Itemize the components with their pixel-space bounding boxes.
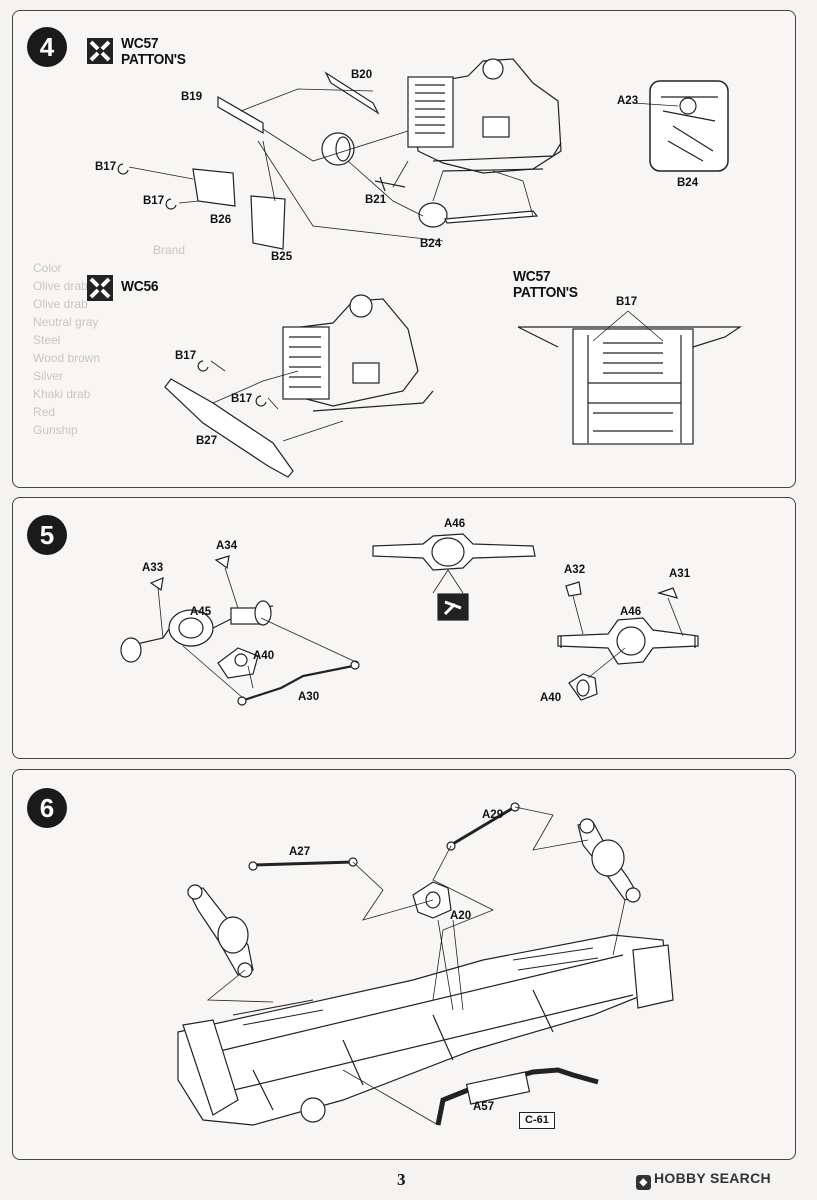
leaf-spring [232,947,599,1026]
step-4-drawing [117,58,742,478]
variant-marker-icon [87,275,113,301]
part-b27 [164,378,294,478]
part-label: A40 [253,650,275,662]
part-b25 [250,195,286,250]
part-b24 [418,202,448,228]
part-label: A46 [620,606,642,618]
step-4-panel: Brand Color Olive drab Olive drab Neutra… [12,10,796,488]
part-label: A33 [142,562,164,574]
part-a46 [557,617,699,665]
part-label: B21 [365,194,387,206]
part-label: A29 [482,809,504,821]
part-label: A20 [450,910,472,922]
front-detail-wc57 [517,326,742,348]
part-label: A57 [473,1101,495,1113]
part-b17-hook [117,163,129,175]
part-b19 [217,95,264,135]
part-b20 [324,71,380,115]
part-a32 [565,581,582,597]
watermark-text: HOBBY SEARCH [654,1170,771,1186]
part-b17-hook [165,198,177,210]
step-number-badge: 6 [27,788,67,828]
part-label: A46 [444,518,466,530]
part-label: A34 [216,540,238,552]
part-label: A23 [617,95,639,107]
battery [482,116,510,138]
part-a46-top [372,533,536,571]
part-label: A30 [298,691,320,703]
step-number-badge: 5 [27,515,67,555]
part-label: A45 [190,606,212,618]
step-number-badge: 4 [27,27,67,67]
step-5-panel: 5 [12,497,796,759]
part-b26 [192,168,236,207]
part-label: A32 [564,564,586,576]
step-5-drawing [120,533,699,706]
part-label: B24 [677,177,699,189]
step-6-panel: 6 [12,769,796,1160]
part-label: B27 [196,435,218,447]
chassis-frame [177,934,669,1126]
variant-label-wc56: WC56 [121,278,159,295]
page-number: 3 [397,1170,406,1189]
radiator [407,76,454,148]
part-a27 [252,860,354,867]
part-label: B24 [420,238,442,250]
part-a40-right [568,673,598,701]
part-label: B17 [175,350,197,362]
part-spool [321,132,355,166]
variant-marker-icon [87,38,113,64]
part-label: B19 [181,91,203,103]
part-label: B17 [616,296,638,308]
part-label: A40 [540,692,562,704]
watermark: ◆HOBBY SEARCH [636,1170,771,1190]
part-label: A27 [289,846,311,858]
detail-inset-a23 [649,80,729,172]
part-a29 [450,806,514,847]
part-a33 [149,577,164,592]
part-b21 [374,176,406,192]
part-a40 [217,647,259,679]
watermark-logo-icon: ◆ [636,1175,651,1190]
part-label: B25 [271,251,293,263]
part-label: B17 [231,393,253,405]
hub [120,637,142,663]
part-a34 [214,555,230,570]
part-label: B17 [95,161,117,173]
engine-chassis-wc56 [284,298,419,407]
part-label: B26 [210,214,232,226]
part-label: B17 [143,195,165,207]
part-label: A31 [669,568,691,580]
radiator-wc56 [282,326,330,400]
ref-callout: C-61 [519,1112,555,1129]
engine-cap [482,58,504,80]
part-label: B20 [351,69,373,81]
part-a57 [435,1067,599,1126]
part-a30 [240,664,354,703]
step-6-drawing [177,802,674,1126]
part-a31 [657,587,679,599]
bleed-through-table: Brand Color Olive drab Olive drab Neutra… [33,243,186,437]
